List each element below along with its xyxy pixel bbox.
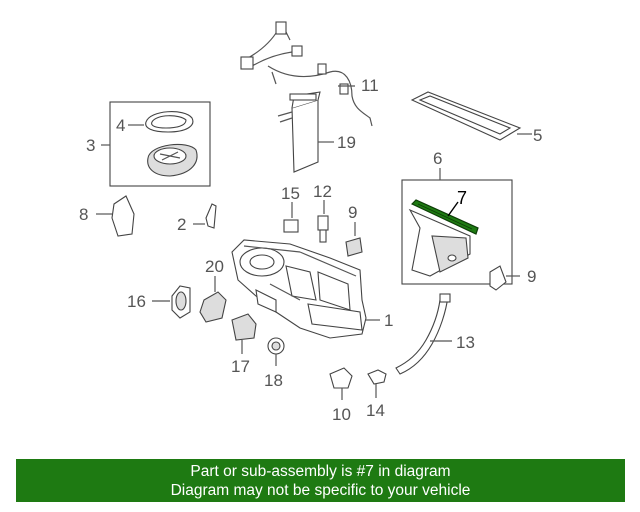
callout-12: 12: [313, 182, 332, 201]
svg-text:10: 10: [332, 405, 351, 424]
callout-9-upper: 9: [348, 203, 357, 222]
part-16-resistor: [152, 285, 191, 319]
svg-text:9: 9: [527, 267, 536, 286]
svg-text:2: 2: [177, 215, 186, 234]
callout-13: 13: [456, 333, 475, 352]
blower-assembly-box: [101, 101, 211, 187]
svg-text:7: 7: [457, 188, 467, 208]
svg-text:12: 12: [313, 182, 332, 201]
svg-text:11: 11: [361, 76, 379, 95]
callout-3: 3: [86, 136, 95, 155]
part-1-hvac-housing: [231, 239, 380, 339]
callout-7: 7: [457, 188, 467, 208]
parts-diagram: 11 19 5 3 4: [79, 21, 542, 424]
svg-text:20: 20: [205, 257, 224, 276]
part-12-sensor: [317, 200, 329, 243]
callout-11: 11: [361, 76, 379, 95]
svg-text:13: 13: [456, 333, 475, 352]
info-banner: Part or sub-assembly is #7 in diagram Di…: [16, 459, 625, 502]
svg-text:1: 1: [384, 311, 393, 330]
part-17-module: [231, 313, 257, 354]
callout-10: 10: [332, 405, 351, 424]
part-10-clip: [329, 367, 353, 400]
svg-text:14: 14: [366, 401, 385, 420]
part-11-wiring-harness: [240, 21, 373, 127]
callout-6: 6: [433, 149, 442, 168]
part-2-bracket: [193, 203, 217, 229]
part-9-clip-upper: [345, 222, 363, 257]
svg-text:15: 15: [281, 184, 300, 203]
callout-19: 19: [337, 133, 356, 152]
callout-5: 5: [533, 126, 542, 145]
svg-text:6: 6: [433, 149, 442, 168]
svg-text:3: 3: [86, 136, 95, 155]
banner-line-1: Part or sub-assembly is #7 in diagram: [190, 463, 451, 480]
part-13-drain-tube: [395, 293, 452, 375]
part-18-plug: [267, 337, 285, 366]
callout-8: 8: [79, 205, 88, 224]
callout-20: 20: [205, 257, 224, 276]
callout-14: 14: [366, 401, 385, 420]
svg-text:19: 19: [337, 133, 356, 152]
callout-9-right: 9: [527, 267, 536, 286]
svg-text:16: 16: [127, 292, 146, 311]
part-5-cabin-filter: [410, 91, 532, 141]
part-14-fitting: [367, 369, 387, 398]
svg-text:17: 17: [231, 357, 250, 376]
svg-text:5: 5: [533, 126, 542, 145]
part-7-evaporator-seal: [410, 199, 479, 235]
part-8-duct: [96, 195, 135, 237]
svg-text:9: 9: [348, 203, 357, 222]
part-9-clip-right: [489, 265, 520, 291]
callout-1: 1: [384, 311, 393, 330]
callout-16: 16: [127, 292, 146, 311]
callout-18: 18: [264, 371, 283, 390]
evaporator-box: [401, 168, 513, 285]
part-20-actuator: [199, 276, 227, 323]
svg-text:4: 4: [116, 116, 125, 135]
svg-text:18: 18: [264, 371, 283, 390]
part-15-actuator: [283, 202, 299, 233]
callout-4: 4: [116, 116, 125, 135]
callout-17: 17: [231, 357, 250, 376]
svg-text:8: 8: [79, 205, 88, 224]
callout-2: 2: [177, 215, 186, 234]
banner-line-2: Diagram may not be specific to your vehi…: [170, 482, 471, 499]
callout-15: 15: [281, 184, 300, 203]
part-19-heater-core: [277, 91, 334, 173]
